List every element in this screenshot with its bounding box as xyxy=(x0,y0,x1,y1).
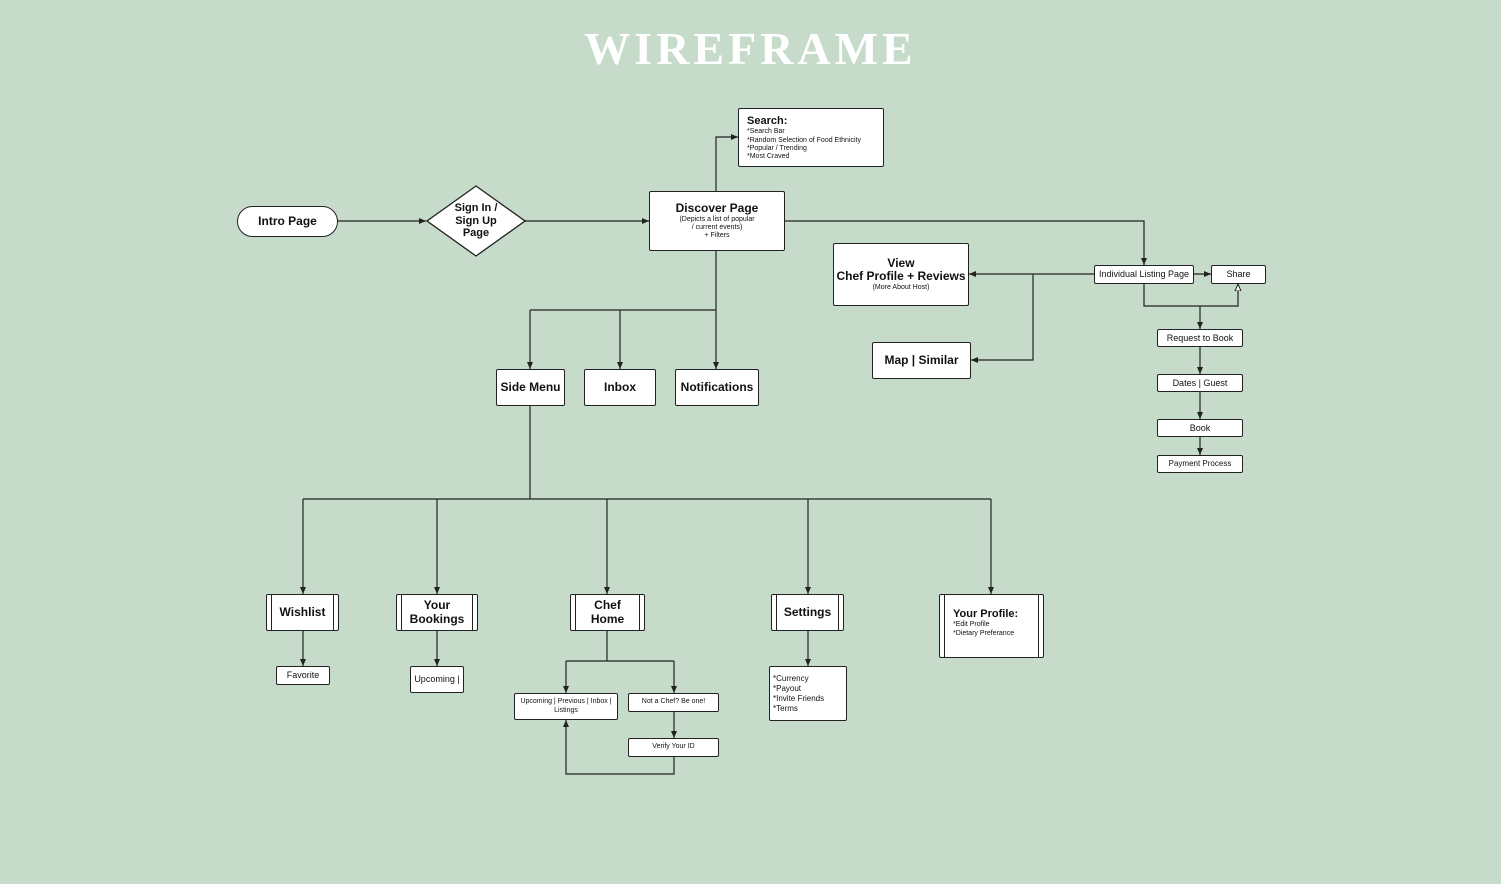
your-bookings-line-2: Bookings xyxy=(409,611,465,626)
search-node[interactable]: Search: *Search Bar *Random Selection of… xyxy=(738,108,884,167)
your-profile-title: Your Profile: xyxy=(953,608,1019,621)
dates-guest-label: Dates | Guest xyxy=(1172,377,1228,388)
discover-title: Discover Page xyxy=(675,201,759,216)
settings-label: Settings xyxy=(783,604,832,619)
inbox-node[interactable]: Inbox xyxy=(584,369,656,406)
your-bookings-line-1: Your xyxy=(423,597,451,612)
search-item: *Most Craved xyxy=(747,153,790,161)
sign-in-line-2: Sign Up xyxy=(455,214,497,227)
individual-listing-node[interactable]: Individual Listing Page xyxy=(1094,265,1194,284)
wishlist-node[interactable]: Wishlist xyxy=(266,594,339,631)
diamond-shape xyxy=(426,185,526,257)
side-menu-node[interactable]: Side Menu xyxy=(496,369,565,406)
your-profile-item: *Dietary Preferance xyxy=(953,629,1015,637)
book-node[interactable]: Book xyxy=(1157,419,1243,437)
payment-process-node[interactable]: Payment Process xyxy=(1157,455,1243,473)
upcoming-node[interactable]: Upcoming | xyxy=(410,666,464,693)
your-bookings-node[interactable]: Your Bookings xyxy=(396,594,478,631)
upcoming-label: Upcoming | xyxy=(414,674,460,685)
verify-id-label: Verify Your ID xyxy=(652,743,695,751)
search-item: *Search Bar xyxy=(747,128,785,136)
sign-in-line-1: Sign In / xyxy=(454,202,498,215)
request-to-book-label: Request to Book xyxy=(1166,332,1234,343)
book-label: Book xyxy=(1189,422,1211,433)
request-to-book-node[interactable]: Request to Book xyxy=(1157,329,1243,347)
map-similar-label: Map | Similar xyxy=(884,352,959,367)
search-item: *Random Selection of Food Ethnicity xyxy=(747,136,862,144)
chef-home-node[interactable]: Chef Home xyxy=(570,594,645,631)
favorite-label: Favorite xyxy=(286,670,320,681)
view-chef-line-2: Chef Profile + Reviews xyxy=(836,269,966,284)
map-similar-node[interactable]: Map | Similar xyxy=(872,342,971,379)
search-item: *Popular / Trending xyxy=(747,144,807,152)
intro-page-node[interactable]: Intro Page xyxy=(237,206,338,237)
inbox-label: Inbox xyxy=(604,379,636,394)
view-chef-sub: (More About Host) xyxy=(872,284,930,292)
wishlist-label: Wishlist xyxy=(279,604,326,619)
your-profile-item: *Edit Profile xyxy=(953,621,990,629)
intro-page-label: Intro Page xyxy=(258,213,317,228)
search-title: Search: xyxy=(747,115,788,127)
page-title: WIREFRAME xyxy=(584,23,917,74)
upcoming-previous-line-1: Upcoming | Previous | Inbox | xyxy=(520,698,612,706)
chef-home-line-2: Home xyxy=(590,611,625,626)
settings-items-node[interactable]: *Currency *Payout *Invite Friends *Terms xyxy=(769,666,847,721)
share-label: Share xyxy=(1226,269,1251,280)
discover-sub-1: (Depicts a list of popular xyxy=(679,215,755,223)
not-a-chef-label: Not a Chef? Be one! xyxy=(641,698,706,706)
settings-item: *Terms xyxy=(773,703,798,713)
chef-home-line-1: Chef xyxy=(594,597,621,612)
dates-guest-node[interactable]: Dates | Guest xyxy=(1157,374,1243,392)
verify-id-node[interactable]: Verify Your ID xyxy=(628,738,719,757)
your-profile-node[interactable]: Your Profile: *Edit Profile *Dietary Pre… xyxy=(939,594,1044,658)
discover-page-node[interactable]: Discover Page (Depicts a list of popular… xyxy=(649,191,785,251)
favorite-node[interactable]: Favorite xyxy=(276,666,330,685)
individual-listing-label: Individual Listing Page xyxy=(1098,269,1190,280)
notifications-node[interactable]: Notifications xyxy=(675,369,759,406)
notifications-label: Notifications xyxy=(680,379,754,394)
upcoming-previous-node[interactable]: Upcoming | Previous | Inbox | Listings xyxy=(514,693,618,720)
discover-sub-2: / current events) xyxy=(691,223,743,231)
discover-sub-3: + Filters xyxy=(704,231,730,239)
upcoming-previous-line-2: Listings xyxy=(554,706,578,714)
payment-process-label: Payment Process xyxy=(1168,459,1232,469)
not-a-chef-node[interactable]: Not a Chef? Be one! xyxy=(628,693,719,712)
sign-in-label: Sign In / Sign Up Page xyxy=(426,185,526,257)
sign-in-line-3: Page xyxy=(462,227,490,240)
sign-in-sign-up-node[interactable]: Sign In / Sign Up Page xyxy=(426,185,526,257)
view-chef-profile-node[interactable]: View Chef Profile + Reviews (More About … xyxy=(833,243,969,306)
settings-item: *Invite Friends xyxy=(773,693,825,703)
settings-item: *Payout xyxy=(773,683,802,693)
share-node[interactable]: Share xyxy=(1211,265,1266,284)
side-menu-label: Side Menu xyxy=(500,379,561,394)
settings-node[interactable]: Settings xyxy=(771,594,844,631)
view-chef-line-1: View xyxy=(887,255,915,270)
settings-item: *Currency xyxy=(773,673,809,683)
